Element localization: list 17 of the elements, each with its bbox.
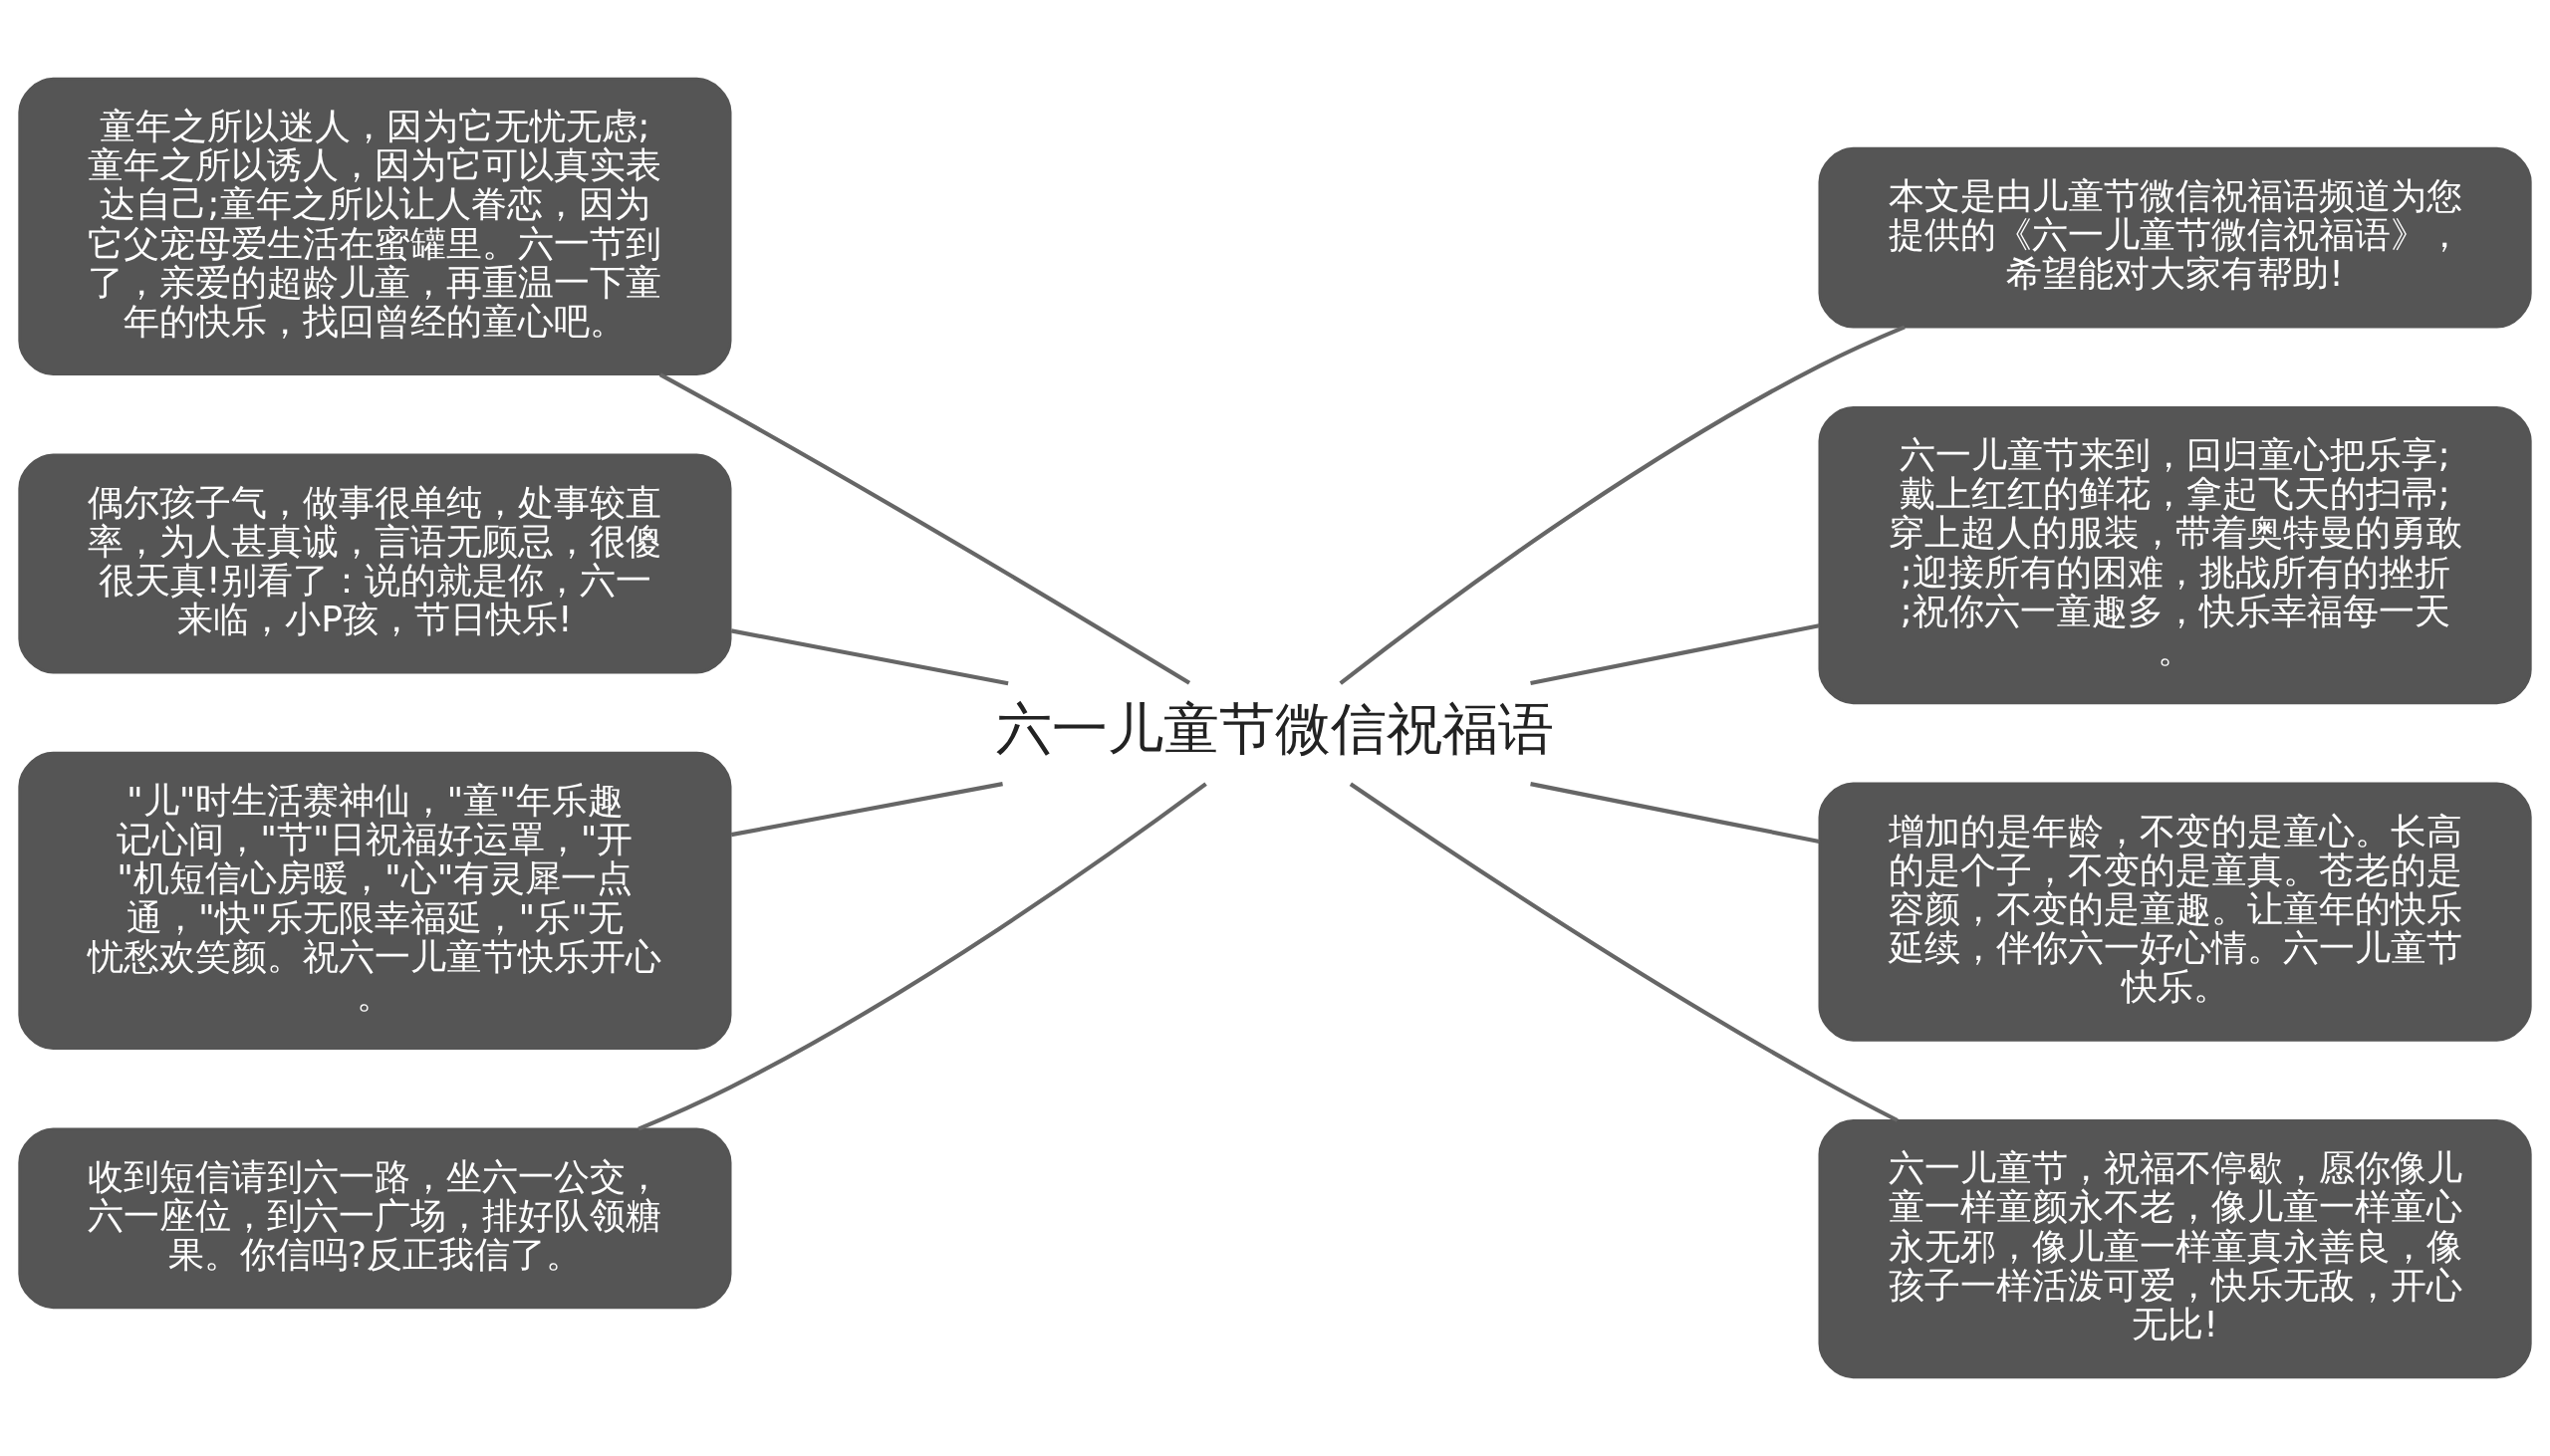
connector <box>730 782 1003 838</box>
node-box: 收到短信请到六一路，坐六一公交，六一座位，到六一广场，排好队领糖果。你信吗?反正我信了。 <box>18 1127 732 1310</box>
node-text: 六一儿童节微信祝福语 <box>996 695 1554 761</box>
connector <box>730 628 1009 686</box>
node-box: 童年之所以迷人，因为它无忧无虑;童年之所以诱人，因为它可以真实表达自己;童年之所以让人眷恋，因为它父宠母爱生活在蜜罐里。六一节到了，亲爱的超龄儿童，再重温一下童年的快乐，找回曾经的童心吧。 <box>18 77 732 376</box>
node-box: 本文是由儿童节微信祝福语频道为您提供的《六一儿童节微信祝福语》，希望能对大家有帮助! <box>1818 146 2532 329</box>
connector <box>1339 325 1906 685</box>
connector <box>1349 782 1899 1122</box>
connector <box>638 782 1207 1131</box>
node-box: 增加的是年龄，不变的是童心。长高的是个子，不变的是童真。苍老的是容颜，不变的是童趣。让童年的快乐延续，伴你六一好心情。六一儿童节快乐。 <box>1818 782 2532 1042</box>
node-box: "儿"时生活赛神仙，"童"年乐趣记心间，"节"日祝福好运罩，"开"机短信心房暖，"心"有灵犀一点通，"快"乐无限幸福延，"乐"无忧愁欢笑颜。祝六一儿童节快乐开心。 <box>18 751 732 1051</box>
node-box: 偶尔孩子气，做事很单纯，处事较直率，为人甚真诚，言语无顾忌，很傻很天真!别看了：说的就是你，六一来临，小P孩，节日快乐! <box>18 453 732 674</box>
node-box: 六一儿童节，祝福不停歇，愿你像儿童一样童颜永不老，像儿童一样童心永无邪，像儿童一样童真永善良，像孩子一样活泼可爱，快乐无敌，开心无比! <box>1818 1119 2532 1379</box>
node-box: 六一儿童节来到，回归童心把乐享;戴上红红的鲜花，拿起飞天的扫帚;穿上超人的服装，带着奥特曼的勇敢;迎接所有的困难，挑战所有的挫折;祝你六一童趣多，快乐幸福每一天。 <box>1818 405 2532 705</box>
connector <box>1530 782 1820 845</box>
connector <box>658 372 1191 685</box>
connector <box>1530 623 1820 686</box>
